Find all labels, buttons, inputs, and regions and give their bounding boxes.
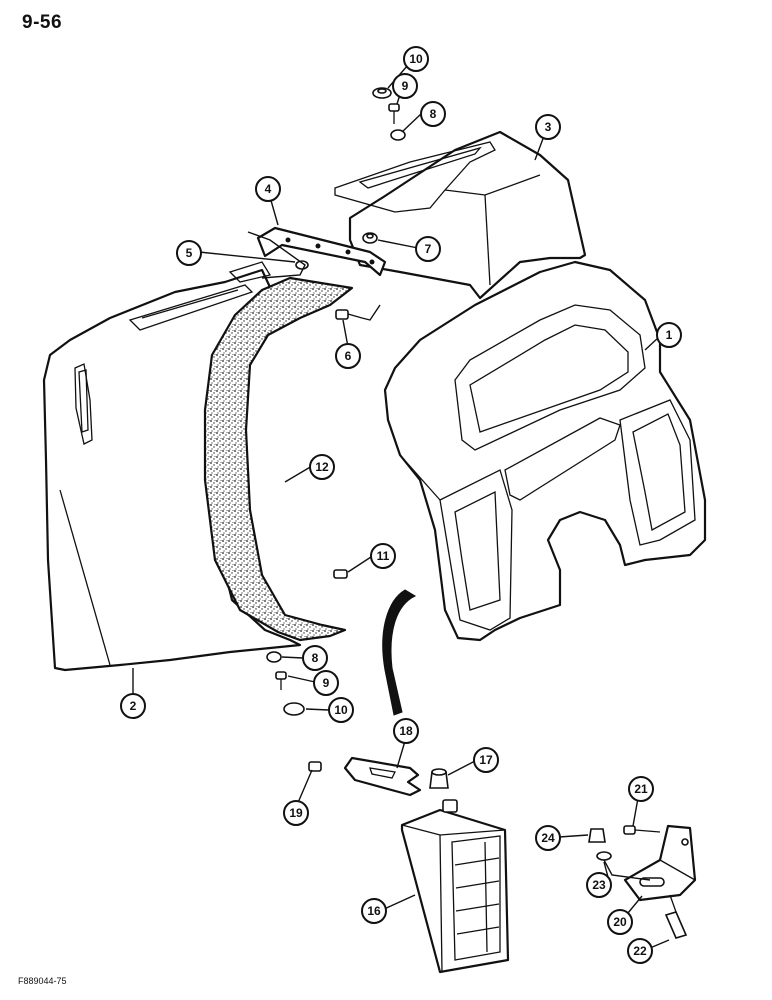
svg-text:6: 6: [345, 349, 352, 363]
part-4-bracket: [256, 226, 387, 277]
svg-text:21: 21: [634, 782, 648, 796]
part-22-bolt: [664, 894, 688, 939]
svg-text:10: 10: [334, 703, 348, 717]
part-9-screw-upper: [388, 103, 400, 124]
leader-lines: [132, 64, 670, 949]
svg-text:20: 20: [613, 915, 627, 929]
part-19-bolt: [308, 761, 322, 772]
svg-text:18: 18: [399, 724, 413, 738]
svg-text:9: 9: [402, 79, 409, 93]
part-16-vent-box: [400, 799, 510, 974]
callout-9-lower: 9: [313, 670, 339, 696]
svg-text:8: 8: [430, 107, 437, 121]
svg-text:12: 12: [315, 460, 329, 474]
figure-code: F889044-75: [18, 976, 67, 986]
callout-11: 11: [370, 543, 396, 569]
part-17-cap: [429, 768, 449, 789]
page-number: 9-56: [22, 12, 63, 33]
svg-text:17: 17: [479, 753, 493, 767]
part-5-washer: [295, 260, 309, 270]
part-20-bracket: [623, 824, 697, 902]
callout-5: 5: [176, 240, 202, 266]
callout-2: 2: [120, 693, 146, 719]
svg-text:11: 11: [377, 549, 390, 563]
callout-22: 22: [627, 938, 653, 964]
callout-10-upper: 10: [403, 46, 429, 72]
part-6-bolt: [335, 309, 363, 320]
callout-4: 4: [255, 176, 281, 202]
part-1-dash-cowl: [383, 260, 707, 642]
svg-text:24: 24: [541, 831, 555, 845]
svg-text:10: 10: [409, 52, 423, 66]
callout-8-lower: 8: [302, 645, 328, 671]
part-10-grommet-lower: [283, 702, 305, 716]
callout-6: 6: [335, 343, 361, 369]
svg-text:23: 23: [592, 878, 606, 892]
callout-8-upper: 8: [420, 101, 446, 127]
part-23-washer: [596, 851, 612, 861]
svg-text:8: 8: [312, 651, 319, 665]
part-10-grommet-upper: [372, 87, 392, 99]
part-24-nut: [588, 828, 606, 843]
svg-text:16: 16: [367, 904, 381, 918]
svg-text:22: 22: [633, 944, 647, 958]
callout-20: 20: [607, 909, 633, 935]
callout-16: 16: [361, 898, 387, 924]
svg-text:2: 2: [130, 699, 137, 713]
callout-17: 17: [473, 747, 499, 773]
part-2-side-panel: [42, 261, 302, 672]
callout-1: 1: [656, 322, 682, 348]
callout-24: 24: [535, 825, 561, 851]
part-18-plate: [343, 756, 422, 797]
svg-text:5: 5: [186, 246, 193, 260]
svg-text:1: 1: [666, 328, 673, 342]
callout-23: 23: [586, 872, 612, 898]
callout-9-upper: 9: [392, 73, 418, 99]
callout-7: 7: [415, 236, 441, 262]
flex-duct: [382, 589, 417, 716]
callout-18: 18: [393, 718, 419, 744]
svg-text:9: 9: [323, 676, 330, 690]
svg-text:3: 3: [545, 120, 552, 134]
part-11-clip: [333, 569, 348, 579]
part-9-screw-lower: [275, 671, 287, 690]
part-12-seal: [203, 276, 354, 642]
part-8-spacer-lower: [266, 651, 282, 663]
callout-3: 3: [535, 114, 561, 140]
callout-10-lower: 10: [328, 697, 354, 723]
callout-21: 21: [628, 776, 654, 802]
part-21-screw: [623, 825, 661, 835]
svg-text:19: 19: [289, 806, 303, 820]
svg-text:7: 7: [425, 242, 432, 256]
svg-text:4: 4: [265, 182, 272, 196]
part-8-spacer-upper: [390, 129, 406, 141]
part-7-nut: [362, 232, 378, 244]
callout-12: 12: [309, 454, 335, 480]
callout-19: 19: [283, 800, 309, 826]
